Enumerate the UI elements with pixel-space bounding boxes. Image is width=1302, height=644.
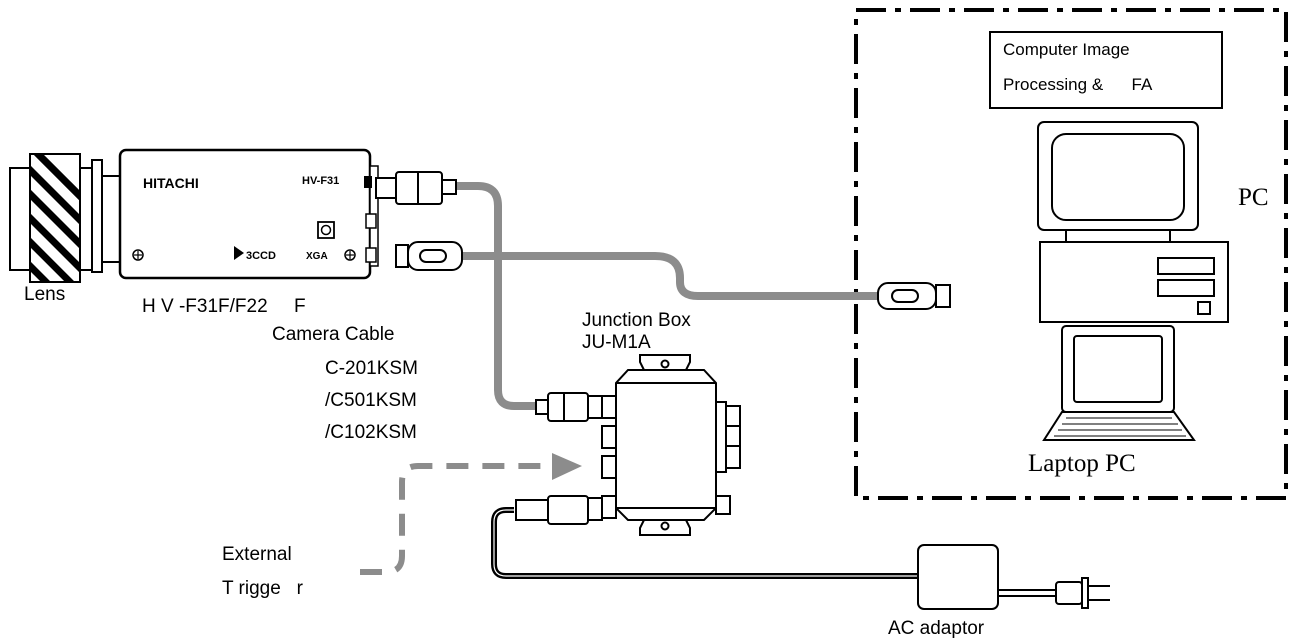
camera-badge: HV-F31 <box>302 175 339 187</box>
3ccd-logo-mark <box>234 246 244 260</box>
computer-box-line1: Computer Image <box>1003 40 1130 59</box>
screw-icon <box>132 249 144 261</box>
lens-illustration <box>9 153 121 283</box>
camera-link-connector <box>395 241 463 271</box>
laptop-pc-icon <box>1042 325 1196 441</box>
pc-link-cable <box>459 252 884 300</box>
camera-logo-text: 3CCD <box>246 250 276 262</box>
external-trigger-arrowhead <box>552 453 582 480</box>
computer-box-line2: Processing & FA <box>1003 75 1153 94</box>
lens-label: Lens <box>24 284 66 305</box>
camera-cable-model-2: /C501KSM <box>325 390 417 411</box>
camera-cable <box>451 182 542 410</box>
badge-icon <box>317 221 335 239</box>
camera-cable-title: Camera Cable <box>272 324 395 345</box>
ac-adaptor-label: AC adaptor <box>888 618 985 639</box>
junction-cable-connector <box>535 392 603 422</box>
desktop-pc-icon <box>1037 121 1229 323</box>
junction-box-model: JU-M1A <box>582 332 651 353</box>
power-plug-connector <box>515 495 603 525</box>
junction-box <box>601 354 741 536</box>
computer-image-box <box>989 31 1223 109</box>
camera-body <box>118 148 379 280</box>
camera-model-label: H V -F31F/F22 F <box>142 296 306 317</box>
pc-link-connector <box>877 282 951 310</box>
pc-area-boundary <box>854 8 1288 500</box>
camera-cable-model-3: /C102KSM <box>325 422 417 443</box>
external-trigger-line <box>360 463 555 575</box>
junction-box-title: Junction Box <box>582 310 691 331</box>
camera-cable-connector <box>375 171 457 205</box>
lens-hatch <box>30 154 80 282</box>
camera-cable-model-1: C-201KSM <box>325 358 418 379</box>
laptop-pc-label: Laptop PC <box>1028 450 1136 477</box>
power-cable-inner <box>493 509 920 577</box>
camera-brand: HITACHI <box>143 175 199 191</box>
pc-label: PC <box>1238 184 1269 211</box>
external-trigger-line1: External <box>222 544 292 565</box>
external-trigger-line2: T rigge r <box>222 578 303 599</box>
camera-xga-text: XGA <box>306 251 328 262</box>
ac-adaptor <box>917 544 1110 610</box>
screw-icon <box>344 249 356 261</box>
